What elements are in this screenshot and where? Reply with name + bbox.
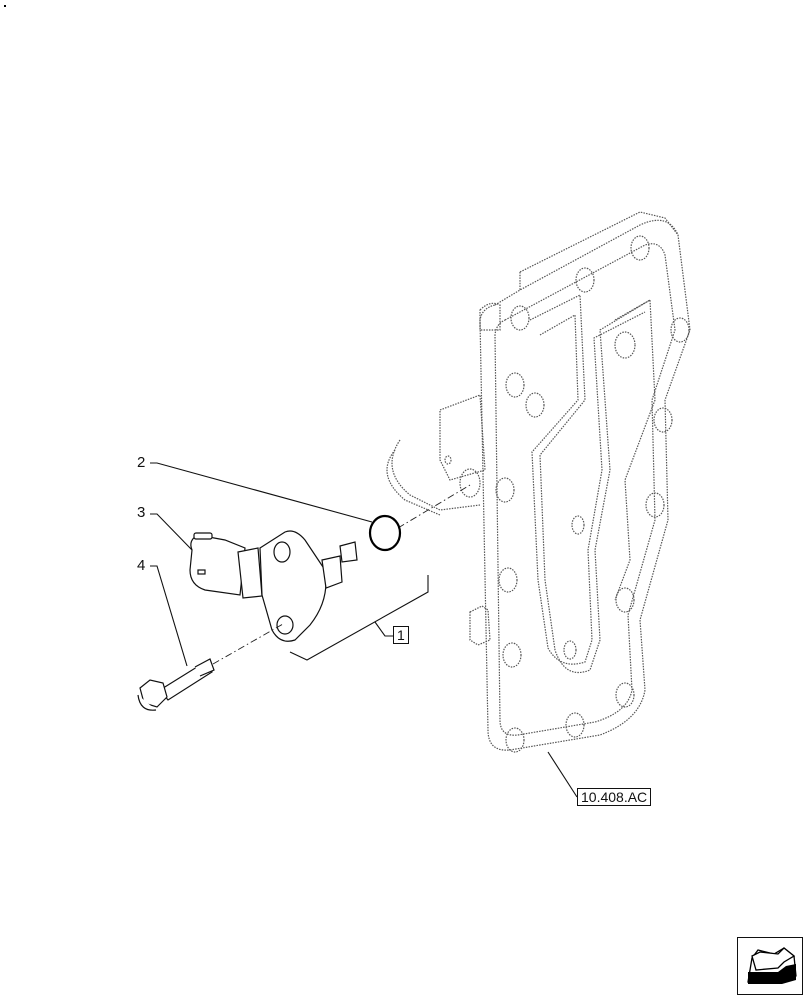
housing-cover [386, 211, 691, 753]
leader-1 [374, 621, 393, 637]
leader-3 [150, 513, 193, 551]
next-page-arrow-icon [747, 947, 797, 984]
callout-4[interactable]: 4 [137, 557, 146, 574]
leader-10408ac [547, 751, 578, 798]
corner-mark [4, 5, 6, 7]
callout-3[interactable]: 3 [137, 504, 146, 521]
assembly-ref-box[interactable]: 1 [393, 626, 409, 644]
cross-reference-box[interactable]: 10.408.AC [577, 788, 652, 806]
bolt-part [137, 658, 215, 711]
next-page-button[interactable] [737, 937, 803, 995]
axis-line-bolt [212, 623, 284, 665]
leader-4 [150, 565, 188, 667]
o-ring-part [368, 514, 402, 552]
assembly-bracket [289, 575, 429, 661]
callout-2[interactable]: 2 [137, 454, 146, 471]
sensor-part [189, 530, 358, 642]
leader-2 [150, 462, 373, 523]
